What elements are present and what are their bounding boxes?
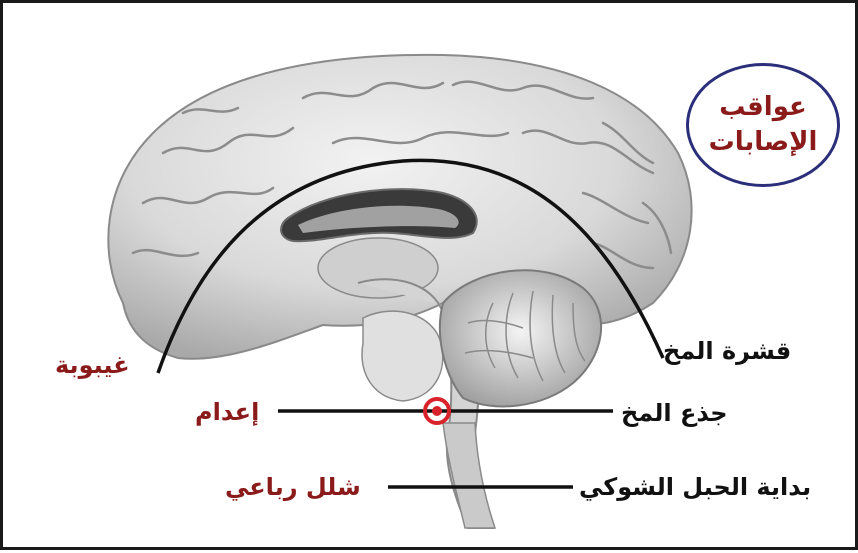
pons-shape	[362, 311, 443, 401]
label-spinal-cord-start: بداية الحبل الشوكي	[579, 475, 811, 499]
title-badge: عواقب الإصابات	[686, 63, 840, 187]
label-coma: غيبوبة	[55, 353, 130, 377]
title-line-1: عواقب	[719, 90, 807, 125]
label-execution: إعدام	[195, 400, 259, 424]
title-line-2: الإصابات	[709, 125, 818, 160]
label-quadriplegia: شلل رباعي	[225, 475, 361, 499]
cerebellum-shape	[440, 270, 601, 406]
label-brainstem: جذع المخ	[621, 401, 728, 425]
label-cortex: قشرة المخ	[663, 339, 791, 363]
